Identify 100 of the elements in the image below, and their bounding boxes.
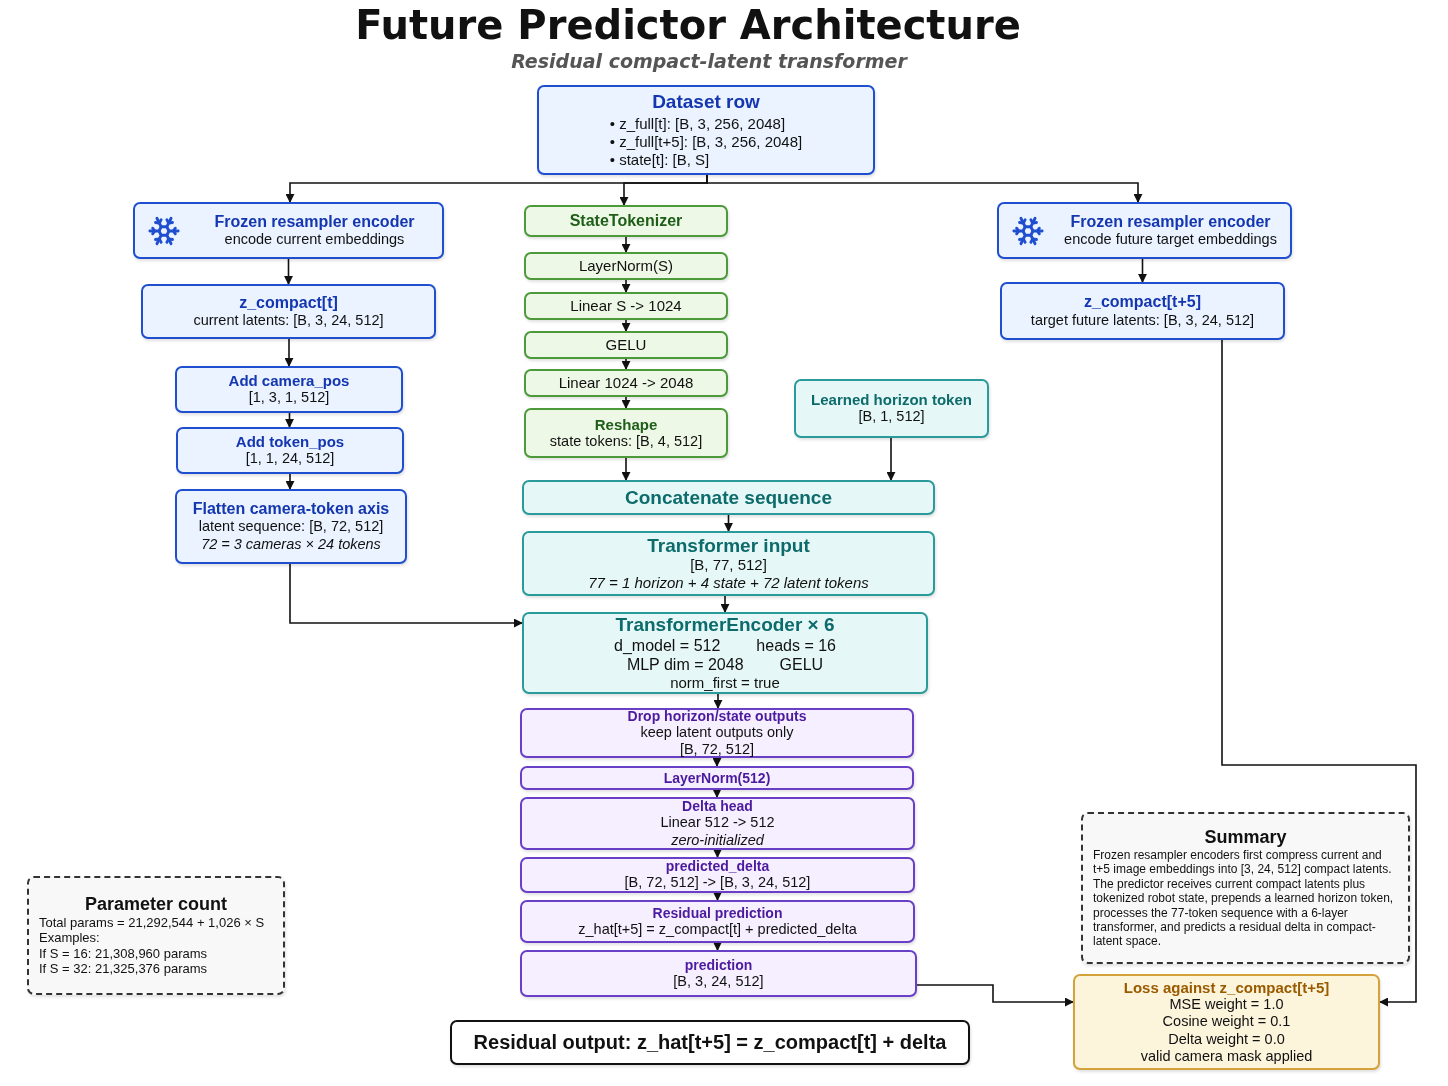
process-box	[522, 480, 935, 515]
process-box	[520, 708, 914, 758]
node-text: d_model = 512	[614, 635, 721, 655]
node-title: predicted_delta	[665, 858, 770, 875]
process-box	[997, 202, 1292, 259]
diagram-title: Future Predictor Architecture	[354, 2, 1022, 48]
bullet-item: • z_full[t+5]: [B, 3, 256, 2048]	[609, 132, 803, 151]
arrow	[1221, 339, 1417, 1007]
arrow	[285, 412, 294, 428]
arrow	[706, 174, 1143, 203]
arrow	[621, 279, 631, 293]
process-box	[524, 292, 728, 320]
node-title: Frozen resampler encoder	[1070, 212, 1271, 231]
process-box	[524, 369, 728, 397]
process-box	[1000, 282, 1285, 340]
process-box	[1073, 974, 1380, 1070]
process-box	[520, 950, 917, 997]
node-text: Examples:	[39, 930, 100, 946]
node-text: heads = 16	[756, 635, 836, 655]
node-text: encode current embeddings	[224, 231, 405, 249]
node-text: Frozen resampler encoders first compress current and t+5 image embeddings into [3, 24, 512] compact latents. The predictor receives current compact latents plus tokenized robot state, prepends a learned horizon token, processes the 77-token sequence with a 6-layer transformer, and predicts a residual delta in compact-latent space.	[1093, 847, 1395, 949]
node-title: Concatenate sequence	[625, 486, 832, 509]
node-title: prediction	[684, 956, 753, 973]
arrow	[621, 358, 631, 370]
process-box	[175, 366, 403, 413]
arrow	[621, 457, 631, 481]
arrow	[713, 941, 722, 951]
node-text: [B, 3, 24, 512]	[673, 972, 764, 991]
node-text: valid camera mask applied	[1140, 1048, 1313, 1066]
process-box	[133, 202, 444, 259]
subtitle: Residual compact-latent transformer	[510, 50, 909, 72]
process-box	[524, 205, 728, 237]
process-box	[175, 489, 407, 564]
node-title: Summary	[1204, 827, 1287, 848]
node-text: target future latents: [B, 3, 24, 512]	[1030, 311, 1255, 329]
process-box	[522, 531, 935, 596]
bullet-item: • state[t]: [B, S]	[609, 150, 711, 169]
node-title: Frozen resampler encoder	[214, 212, 415, 231]
arrow	[621, 396, 631, 409]
arrow	[712, 788, 722, 798]
node-title: z_compact[t+5]	[1084, 293, 1201, 312]
arrow	[289, 563, 523, 628]
process-box	[794, 379, 989, 438]
note-box	[1081, 812, 1410, 964]
process-box	[141, 284, 436, 339]
node-text: Linear 1024 -> 2048	[558, 374, 694, 392]
node-text: Total params = 21,292,544 + 1,026 × S	[39, 914, 265, 931]
node-text: [1, 3, 1, 512]	[248, 389, 330, 407]
node-title: Learned horizon token	[811, 391, 972, 409]
node-text: encode future target embeddings	[1064, 231, 1277, 249]
node-text: MSE weight = 1.0	[1169, 995, 1284, 1014]
node-text: If S = 32: 21,325,376 params	[39, 961, 208, 978]
arrow	[713, 891, 722, 901]
arrow	[1138, 258, 1147, 283]
arrow	[713, 848, 722, 858]
node-text: 72 = 3 cameras × 24 tokens	[201, 535, 381, 554]
arrow	[724, 514, 733, 532]
node-title: Dataset row	[652, 91, 760, 113]
node-title: z_compact[t]	[239, 293, 338, 312]
node-text: norm_first = true	[670, 674, 780, 693]
node-text: Linear 512 -> 512	[660, 814, 775, 832]
node-title: Delta head	[682, 798, 753, 815]
arrow	[886, 437, 896, 481]
node-text: keep latent outputs only	[640, 723, 794, 742]
node-text: current latents: [B, 3, 24, 512]	[193, 312, 384, 330]
note-box	[27, 876, 285, 995]
node-text: state tokens: [B, 4, 512]	[549, 432, 703, 451]
node-title: Loss against z_compact[t+5]	[1123, 978, 1330, 996]
node-title: LayerNorm(512)	[663, 769, 771, 787]
node-text: zero-initialized	[671, 831, 764, 849]
process-box	[520, 900, 915, 943]
arrow	[621, 319, 631, 332]
process-box	[537, 85, 875, 175]
node-text: If S = 16: 21,308,960 params	[39, 945, 208, 962]
node-title: StateTokenizer	[569, 211, 683, 231]
process-box	[450, 1020, 970, 1065]
process-box	[520, 797, 915, 850]
node-text: Linear S -> 1024	[570, 297, 682, 315]
node-text: z_hat[t+5] = z_compact[t] + predicted_delta	[578, 920, 857, 939]
node-text: [1, 1, 24, 512]	[245, 450, 335, 468]
process-box	[522, 612, 928, 694]
node-text: [B, 1, 512]	[858, 408, 925, 426]
node-text: [B, 77, 512]	[690, 556, 767, 575]
node-title: Parameter count	[84, 893, 228, 915]
node-text: Delta weight = 0.0	[1168, 1030, 1285, 1048]
node-title: Transformer input	[647, 534, 810, 557]
arrow	[713, 693, 723, 709]
process-box	[524, 408, 728, 458]
process-box	[520, 766, 914, 790]
arrow	[916, 984, 1074, 1007]
process-box	[524, 252, 728, 280]
node-text: MLP dim = 2048	[626, 654, 744, 675]
node-text: 77 = 1 horizon + 4 state + 72 latent tokens	[588, 574, 869, 593]
arrow	[712, 757, 722, 767]
node-title: Residual output: z_hat[t+5] = z_compact[t] + delta	[473, 1031, 947, 1054]
arrow	[284, 258, 293, 285]
node-title: Drop horizon/state outputs	[627, 707, 807, 724]
arrow	[285, 473, 295, 490]
node-text: [B, 72, 512]	[679, 741, 755, 759]
node-text: GELU	[605, 336, 647, 354]
